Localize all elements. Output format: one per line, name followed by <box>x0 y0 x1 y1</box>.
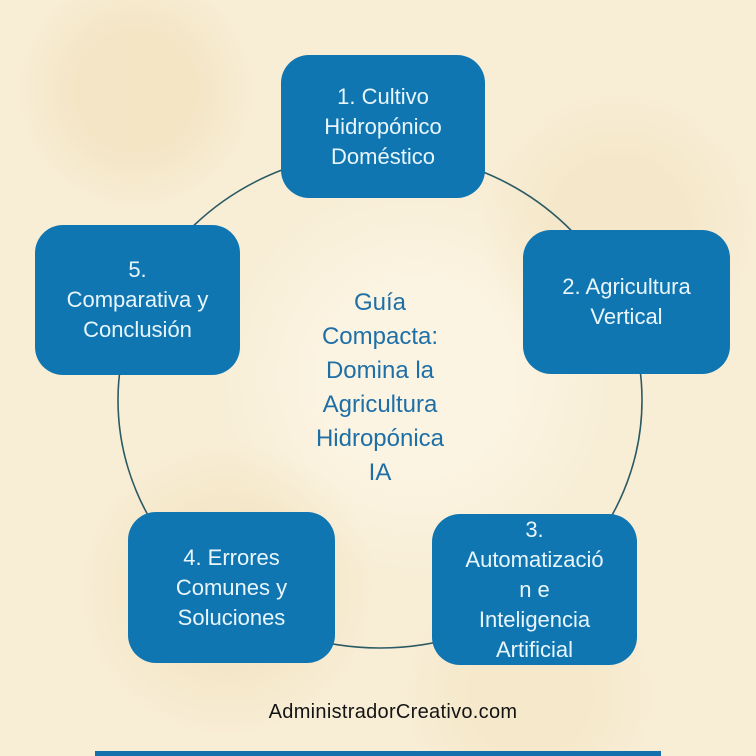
cycle-node-1-label: 1. Cultivo Hidropónico Doméstico <box>324 83 442 169</box>
cycle-node-3: 3. Automatizació n e Inteligencia Artifi… <box>432 514 637 665</box>
cycle-node-4-label: 4. Errores Comunes y Soluciones <box>175 544 288 630</box>
diagram-center-title: Guía Compacta: Domina la Agricultura Hid… <box>315 289 445 486</box>
footer-accent-bar <box>95 751 661 756</box>
cycle-node-5: 5. Comparativa y Conclusión <box>35 225 240 375</box>
footer-website-text: AdministradorCreativo.com <box>268 701 518 723</box>
cycle-node-4: 4. Errores Comunes y Soluciones <box>128 512 335 663</box>
cycle-node-5-label: 5. Comparativa y Conclusión <box>66 257 209 342</box>
cycle-node-1: 1. Cultivo Hidropónico Doméstico <box>281 55 485 198</box>
cycle-node-2-label: 2. Agricultura Vertical <box>562 274 691 329</box>
cycle-node-2: 2. Agricultura Vertical <box>523 230 730 374</box>
cycle-node-3-label: 3. Automatizació n e Inteligencia Artifi… <box>465 516 604 662</box>
